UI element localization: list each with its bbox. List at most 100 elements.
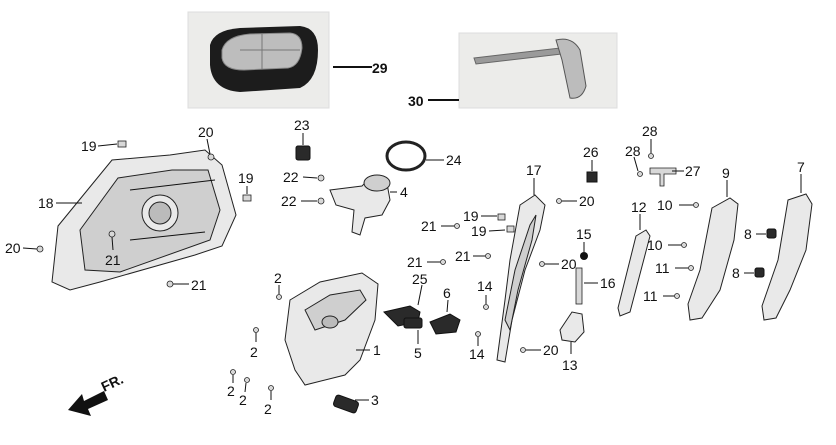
callout-27: 27 <box>685 163 701 179</box>
callout-10a: 10 <box>657 197 673 213</box>
callout-16: 16 <box>600 275 616 291</box>
callout-3: 3 <box>371 392 379 408</box>
bolt-part-22b <box>317 197 325 205</box>
leader-20a <box>206 138 211 155</box>
callout-28a: 28 <box>642 123 658 139</box>
callout-10b: 10 <box>647 237 663 253</box>
latch-part-13 <box>559 311 585 343</box>
leader-25 <box>417 284 423 306</box>
leader-6 <box>446 299 449 313</box>
bracket-part-17 <box>496 194 546 363</box>
leader-19a <box>97 143 118 147</box>
callout-21d: 21 <box>407 254 423 270</box>
outer-cover-part-7 <box>761 193 813 321</box>
ball-part-15 <box>580 252 588 260</box>
rod-part-16 <box>575 267 583 305</box>
connector-part-5 <box>403 317 423 329</box>
screw-part-2a <box>276 294 282 300</box>
callout-14a: 14 <box>477 278 493 294</box>
key-fob-photo <box>187 11 330 109</box>
callout-2a: 2 <box>274 270 282 286</box>
leader-21a <box>111 236 114 251</box>
callout-29: 29 <box>372 60 388 76</box>
side-panel-part-9 <box>687 197 739 321</box>
screw-part-28b <box>637 171 643 177</box>
screw-part-20e <box>520 347 526 353</box>
clip-part-8a <box>766 228 777 239</box>
callout-22b: 22 <box>281 193 297 209</box>
callout-20d: 20 <box>561 256 577 272</box>
callout-20c: 20 <box>579 193 595 209</box>
callout-8b: 8 <box>732 265 740 281</box>
screw-part-21d <box>440 259 446 265</box>
callout-2e: 2 <box>264 401 272 417</box>
callout-20e: 20 <box>543 342 559 358</box>
screw-part-21b <box>166 280 174 288</box>
callout-7: 7 <box>797 159 805 175</box>
callout-2d: 2 <box>239 392 247 408</box>
callout-17: 17 <box>526 162 542 178</box>
callout-14b: 14 <box>469 346 485 362</box>
callout-13: 13 <box>562 357 578 373</box>
screw-part-28a <box>648 153 654 159</box>
callout-2b: 2 <box>250 344 258 360</box>
callout-21c: 21 <box>421 218 437 234</box>
screw-part-20d <box>539 261 545 267</box>
screw-part-21c <box>454 223 460 229</box>
clip-part-19b <box>242 194 252 202</box>
screw-part-20c <box>556 198 562 204</box>
trim-strip-part-12 <box>617 229 651 317</box>
screw-part-14b <box>475 331 481 337</box>
callout-19d: 19 <box>471 223 487 239</box>
callout-9: 9 <box>722 165 730 181</box>
leader-20b <box>22 247 38 250</box>
callout-15: 15 <box>576 226 592 242</box>
screw-part-21 <box>108 230 116 238</box>
callout-18: 18 <box>38 195 54 211</box>
callout-21a: 21 <box>105 252 121 268</box>
actuator-part-6 <box>429 313 461 335</box>
callout-4: 4 <box>400 184 408 200</box>
bolt-part-22 <box>317 174 325 182</box>
callout-12: 12 <box>631 199 647 215</box>
screw-part-11a <box>688 265 694 271</box>
callout-11b: 11 <box>643 288 658 304</box>
key-blade-photo <box>458 32 618 109</box>
storage-box-part-1 <box>284 272 379 386</box>
callout-8a: 8 <box>744 226 752 242</box>
key-cylinder-part-3 <box>333 394 359 414</box>
screw-part-2d <box>244 377 250 383</box>
callout-20a: 20 <box>198 124 214 140</box>
screw-part-10a <box>693 202 699 208</box>
leader-19d <box>488 229 506 232</box>
clip-part-19c <box>497 213 506 221</box>
screw-part-2b <box>253 327 259 333</box>
callout-19a: 19 <box>81 138 97 154</box>
inner-panel-part-18 <box>51 149 237 291</box>
switch-assembly-part-4 <box>329 174 391 236</box>
front-direction-arrow: FR. <box>68 371 126 416</box>
pin-part-27 <box>649 167 677 187</box>
screw-part-2c <box>230 369 236 375</box>
callout-21e: 21 <box>455 248 471 264</box>
callout-23: 23 <box>294 117 310 133</box>
callout-2c: 2 <box>227 383 235 399</box>
screw-part-20b <box>36 245 44 253</box>
screw-part-2e <box>268 385 274 391</box>
clip-part-19d <box>506 225 515 233</box>
leader-28b <box>633 156 639 172</box>
callout-1: 1 <box>373 342 381 358</box>
callout-5: 5 <box>414 345 422 361</box>
callout-28b: 28 <box>625 143 641 159</box>
callout-30: 30 <box>408 93 424 109</box>
clip-part-8b <box>754 267 765 278</box>
screw-part-21e <box>485 253 491 259</box>
seal-ring-part-24 <box>385 140 427 172</box>
callout-19b: 19 <box>238 170 254 186</box>
leader-2d <box>244 382 247 393</box>
callout-24: 24 <box>446 152 462 168</box>
callout-19c: 19 <box>463 208 479 224</box>
callout-22a: 22 <box>283 169 299 185</box>
callout-21b: 21 <box>191 277 207 293</box>
